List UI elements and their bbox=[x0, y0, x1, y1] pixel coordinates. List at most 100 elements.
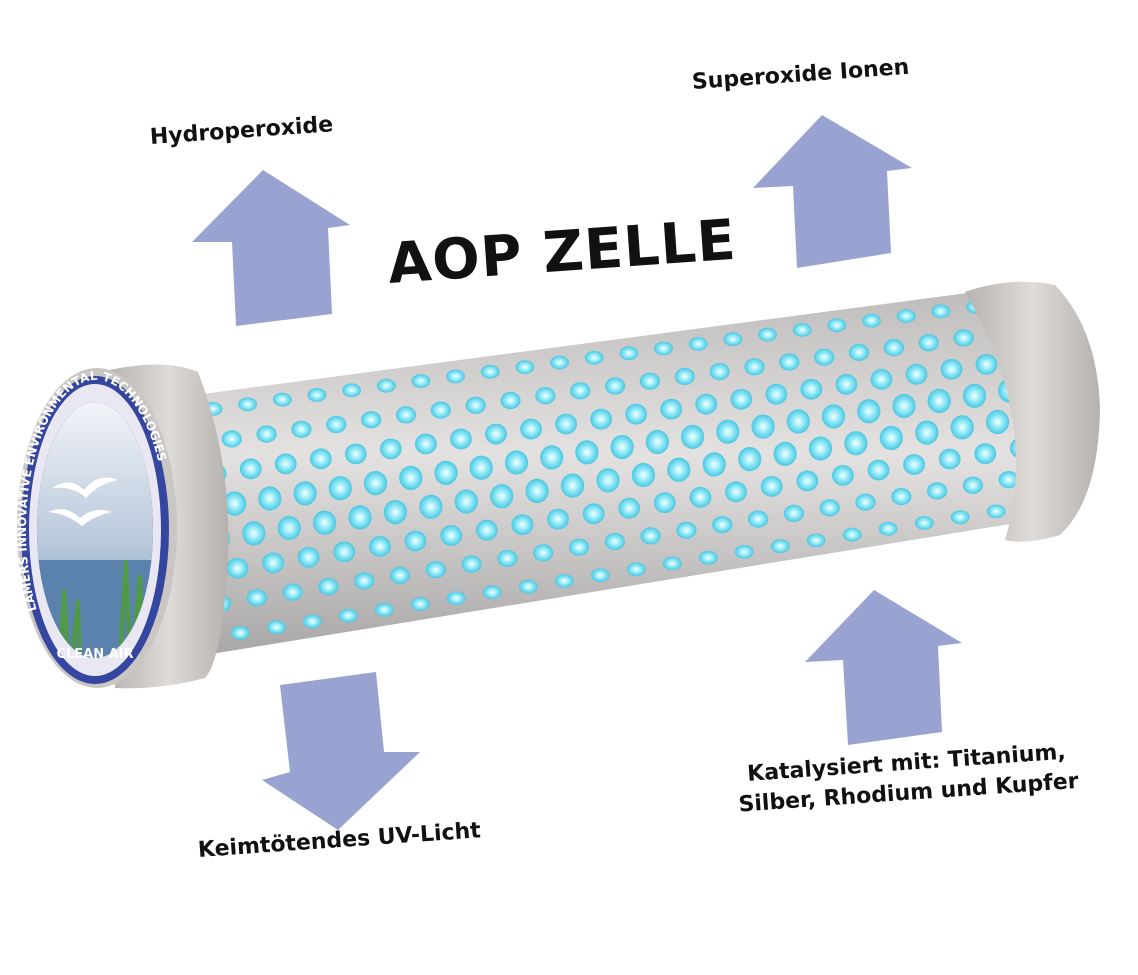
perforation-hole bbox=[410, 597, 430, 611]
perforation-hole bbox=[844, 431, 868, 456]
perforation-hole bbox=[262, 552, 284, 574]
perforation-hole bbox=[404, 530, 427, 552]
perforation-hole bbox=[779, 353, 800, 371]
perforation-hole bbox=[832, 465, 854, 486]
perforation-hole bbox=[399, 465, 423, 490]
perforation-hole bbox=[540, 445, 564, 470]
perforation-hole bbox=[891, 488, 912, 506]
perforation-hole bbox=[712, 516, 733, 534]
perforation-hole bbox=[465, 396, 486, 414]
perforation-hole bbox=[931, 304, 951, 319]
perforation-hole bbox=[344, 443, 367, 465]
perforation-holes bbox=[203, 299, 1035, 640]
perforation-hole bbox=[307, 388, 327, 402]
perforation-hole bbox=[604, 533, 625, 551]
perforation-hole bbox=[584, 350, 604, 365]
perforation-hole bbox=[639, 372, 661, 390]
perforation-hole bbox=[867, 459, 890, 481]
perforation-hole bbox=[582, 503, 605, 525]
perforation-hole bbox=[274, 453, 297, 475]
perforation-hole bbox=[480, 364, 500, 379]
perforation-hole bbox=[792, 323, 812, 337]
perforation-hole bbox=[590, 408, 612, 430]
perforation-hole bbox=[940, 358, 963, 380]
perforation-hole bbox=[520, 418, 542, 440]
perforation-hole bbox=[515, 360, 535, 374]
perforation-hole bbox=[560, 473, 585, 498]
perforation-hole bbox=[518, 579, 538, 594]
perforation-hole bbox=[258, 486, 282, 511]
perforation-hole bbox=[998, 471, 1019, 489]
perforation-hole bbox=[626, 562, 646, 577]
perforation-hole bbox=[709, 363, 730, 381]
perforation-hole bbox=[645, 429, 670, 455]
perforation-hole bbox=[415, 433, 437, 455]
perforation-hole bbox=[369, 536, 391, 557]
perforation-hole bbox=[348, 505, 372, 530]
perforation-hole bbox=[328, 476, 352, 501]
perforation-hole bbox=[879, 425, 903, 450]
perforation-hole bbox=[819, 499, 840, 517]
perforation-hole bbox=[575, 440, 599, 465]
perforation-hole bbox=[446, 591, 466, 606]
perforation-hole bbox=[783, 504, 805, 522]
perforation-hole bbox=[654, 341, 673, 356]
perforation-hole bbox=[309, 448, 332, 470]
perforation-hole bbox=[550, 355, 569, 370]
arrow-down-uv bbox=[262, 672, 420, 830]
perforation-hole bbox=[338, 608, 358, 623]
perforation-hole bbox=[618, 497, 641, 519]
seagull-icon bbox=[48, 509, 112, 526]
arrow-up-catalyst bbox=[805, 590, 962, 745]
perforation-hole bbox=[238, 397, 257, 412]
perforation-hole bbox=[962, 476, 984, 494]
perforation-hole bbox=[962, 383, 987, 408]
perforation-hole bbox=[342, 383, 361, 398]
arrow-up-hydroperoxide bbox=[192, 170, 350, 326]
perforation-hole bbox=[570, 382, 591, 400]
perforation-hole bbox=[395, 406, 417, 424]
perforation-hole bbox=[354, 572, 375, 590]
perforation-hole bbox=[927, 388, 951, 413]
perforation-hole bbox=[469, 455, 493, 480]
perforation-hole bbox=[903, 454, 925, 475]
perforation-hole bbox=[246, 589, 267, 607]
aop-tube bbox=[110, 281, 1100, 689]
arrow-up-icon bbox=[192, 170, 350, 326]
perforation-hole bbox=[744, 358, 765, 376]
arrow-down-icon bbox=[262, 672, 420, 830]
perforation-hole bbox=[554, 574, 574, 588]
perforation-hole bbox=[535, 387, 556, 405]
perforation-hole bbox=[938, 448, 961, 470]
perforation-hole bbox=[800, 378, 823, 400]
perforation-hole bbox=[446, 369, 465, 384]
perforation-hole bbox=[848, 343, 870, 361]
perforation-hole bbox=[256, 425, 277, 443]
perforation-hole bbox=[723, 332, 743, 347]
perforation-hole bbox=[862, 313, 881, 328]
perforation-hole bbox=[511, 514, 534, 535]
perforation-hole bbox=[221, 430, 242, 448]
perforation-hole bbox=[430, 401, 451, 419]
perforation-hole bbox=[631, 462, 656, 488]
perforation-hole bbox=[318, 578, 339, 596]
perforation-hole bbox=[892, 393, 916, 419]
perforation-hole bbox=[596, 468, 620, 493]
perforation-hole bbox=[689, 486, 712, 508]
perforation-hole bbox=[504, 450, 529, 475]
perforation-hole bbox=[326, 415, 347, 434]
perforation-hole bbox=[231, 626, 250, 640]
perforation-hole bbox=[870, 368, 893, 390]
logo-badge-text: CLEAN AIR bbox=[56, 647, 133, 662]
perforation-hole bbox=[662, 556, 682, 571]
perforation-hole bbox=[814, 348, 835, 366]
perforation-hole bbox=[461, 555, 482, 573]
perforation-hole bbox=[688, 337, 708, 351]
perforation-hole bbox=[730, 388, 753, 410]
perforation-hole bbox=[734, 545, 754, 559]
perforation-hole bbox=[855, 493, 876, 511]
perforation-hole bbox=[440, 525, 463, 546]
perforation-hole bbox=[974, 443, 997, 464]
perforation-hole bbox=[239, 458, 262, 480]
perforation-hole bbox=[674, 367, 695, 385]
